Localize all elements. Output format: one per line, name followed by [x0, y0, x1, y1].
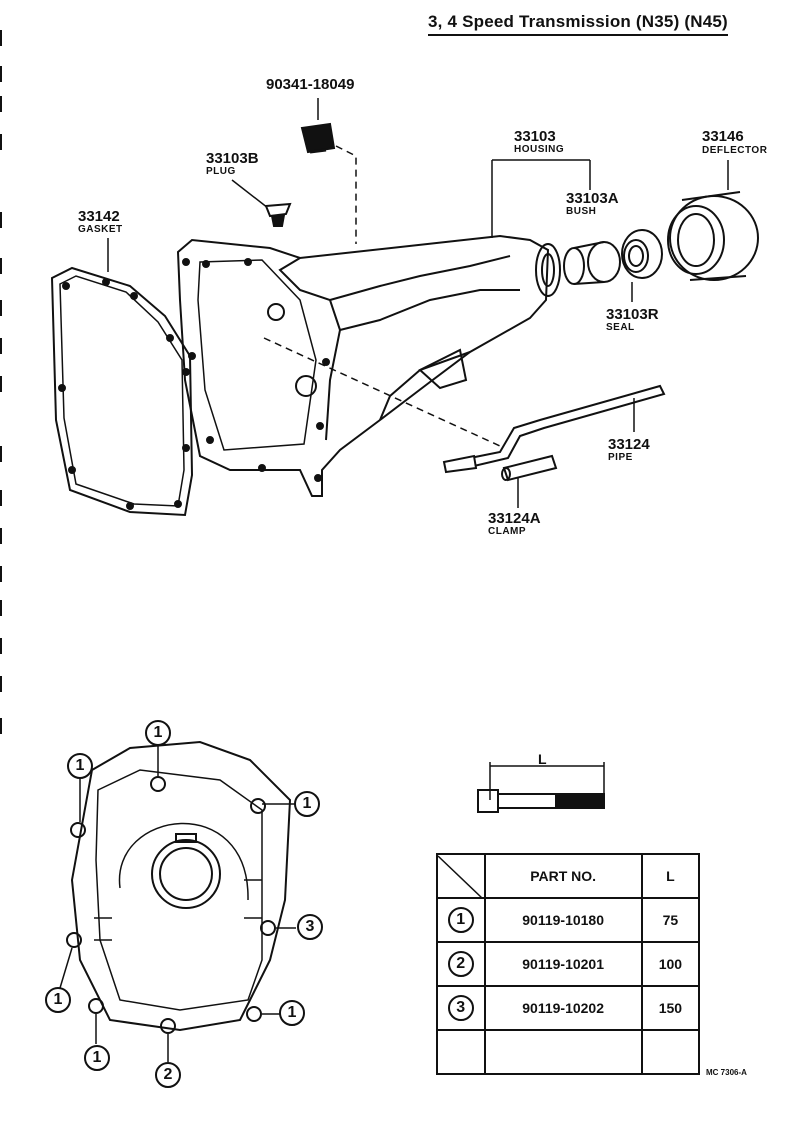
- table-row: 2 90119-10201 100: [436, 941, 701, 987]
- bolt-parts-table: PART NO. L 1 90119-10180 75 2 90119-1020…: [436, 853, 701, 1075]
- housing-shape: [176, 234, 550, 497]
- part-name-housing: HOUSING: [514, 144, 565, 155]
- part-name-gasket: GASKET: [78, 224, 123, 235]
- table-corner-cell: [436, 853, 486, 899]
- part-number-33142: 33142: [78, 208, 120, 225]
- part-name-plug: PLUG: [206, 166, 236, 177]
- bolt-ref-1-lower-left: 1: [45, 987, 71, 1013]
- table-row-empty: [436, 1029, 701, 1075]
- header-l: L: [640, 853, 701, 899]
- part-number-33103b: 33103B: [206, 150, 259, 167]
- pipe-shape: [468, 384, 666, 468]
- row-part-no: 90119-10202: [483, 985, 643, 1031]
- row-l: 150: [640, 985, 701, 1031]
- row-ref: 2: [447, 951, 474, 977]
- cover-outline: [70, 740, 292, 1032]
- drawing-code: MC 7306-A: [706, 1068, 747, 1077]
- bolt-ref-1-bottom-left: 1: [84, 1045, 110, 1071]
- part-name-deflector: DEFLECTOR: [702, 145, 768, 156]
- bolt-ref-3-right: 3: [297, 914, 323, 940]
- row-ref: 1: [447, 907, 474, 933]
- row-part-no: 90119-10180: [483, 897, 643, 943]
- part-number-33124a: 33124A: [488, 510, 541, 527]
- row-l: 75: [640, 897, 701, 943]
- part-number-33103r: 33103R: [606, 306, 659, 323]
- gasket-shape: [50, 266, 194, 517]
- header-part-no: PART NO.: [483, 853, 643, 899]
- row-part-no: 90119-10201: [483, 941, 643, 987]
- part-name-pipe: PIPE: [608, 452, 633, 463]
- part-number-33146: 33146: [702, 128, 744, 145]
- part-number-90341-18049: 90341-18049: [266, 76, 355, 93]
- part-name-seal: SEAL: [606, 322, 635, 333]
- part-number-33103a: 33103A: [566, 190, 619, 207]
- table-header-row: PART NO. L: [436, 853, 701, 899]
- table-row: 1 90119-10180 75: [436, 897, 701, 943]
- bolt-ref-1-top: 1: [145, 720, 171, 746]
- bolt-ref-1-upper-left: 1: [67, 753, 93, 779]
- row-l: 100: [640, 941, 701, 987]
- page-title: 3, 4 Speed Transmission (N35) (N45): [428, 12, 728, 36]
- bolt-ref-1-upper-right: 1: [294, 791, 320, 817]
- part-name-bush: BUSH: [566, 206, 597, 217]
- part-name-clamp: CLAMP: [488, 526, 527, 537]
- part-number-33124: 33124: [608, 436, 650, 453]
- bolt-length-label: L: [538, 751, 547, 767]
- bolt-ref-2-bottom: 2: [155, 1062, 181, 1088]
- bolt-ref-1-lower-right: 1: [279, 1000, 305, 1026]
- part-number-33103: 33103: [514, 128, 556, 145]
- row-ref: 3: [447, 995, 474, 1021]
- table-row: 3 90119-10202 150: [436, 985, 701, 1031]
